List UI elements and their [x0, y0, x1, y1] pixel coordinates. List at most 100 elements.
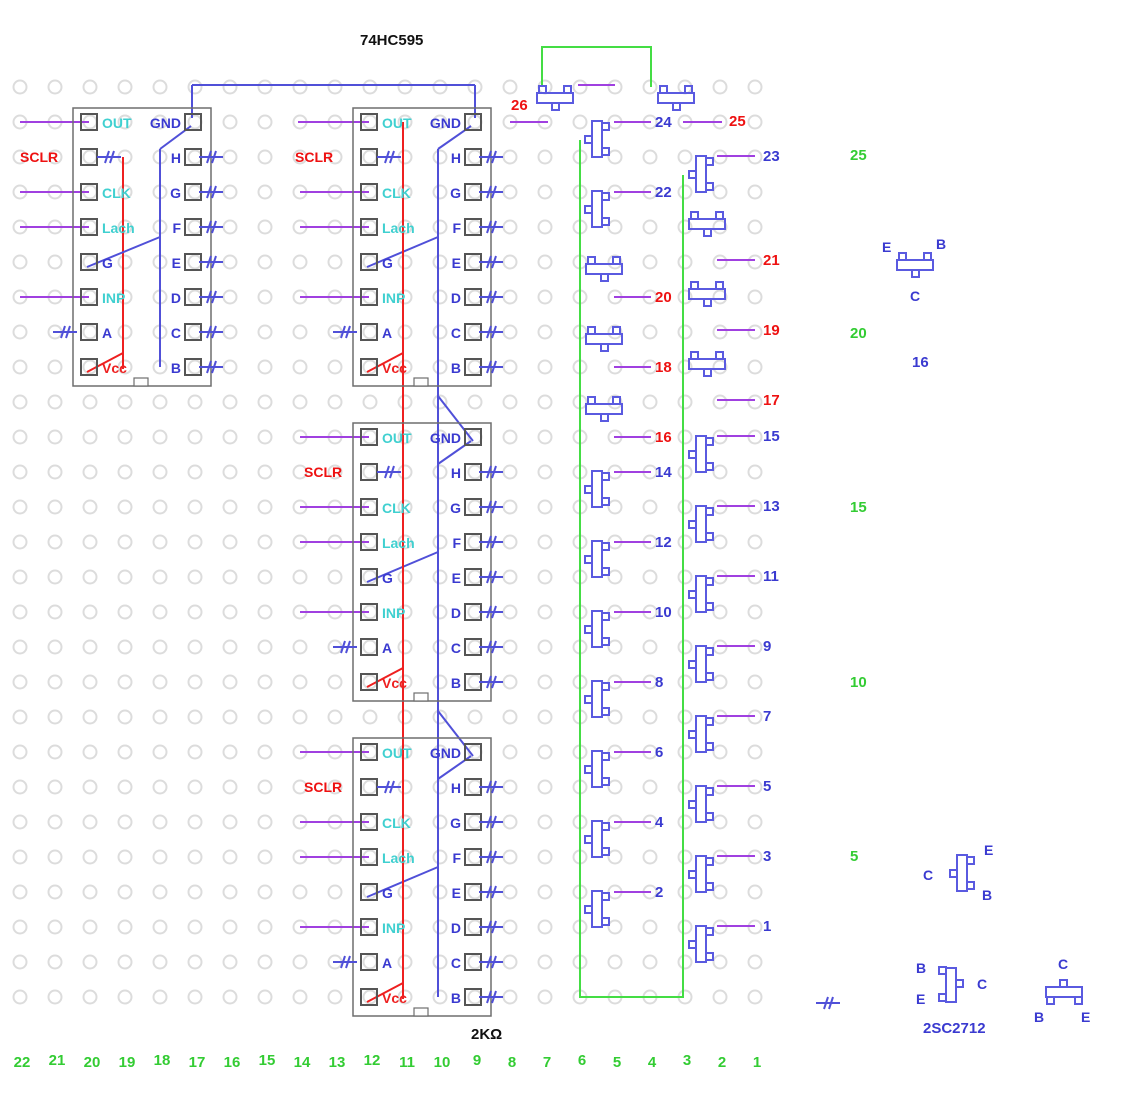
- column-number-11: 11: [399, 1054, 415, 1071]
- hole: [222, 79, 238, 95]
- hole: [502, 884, 518, 900]
- hole: [327, 674, 343, 690]
- pin-pad-left: [360, 918, 378, 936]
- hole: [82, 149, 98, 165]
- resistor-icon: [199, 255, 223, 269]
- hole: [82, 604, 98, 620]
- hole: [327, 254, 343, 270]
- transistor-pin: [601, 917, 610, 926]
- hole: [257, 149, 273, 165]
- hole: [82, 429, 98, 445]
- hole: [152, 534, 168, 550]
- hole: [607, 219, 623, 235]
- resistor-stroke: [479, 780, 503, 794]
- hole: [12, 254, 28, 270]
- hole: [222, 814, 238, 830]
- transistor-body: [695, 715, 707, 753]
- hole: [222, 429, 238, 445]
- hole: [397, 954, 413, 970]
- hole: [327, 989, 343, 1005]
- hole: [432, 394, 448, 410]
- hole: [432, 499, 448, 515]
- hole: [47, 604, 63, 620]
- pin-pad-left: [360, 183, 378, 201]
- hole: [677, 674, 693, 690]
- transistor-pin: [672, 102, 681, 111]
- hole: [747, 464, 763, 480]
- hole: [82, 534, 98, 550]
- hole: [502, 919, 518, 935]
- hole: [537, 149, 553, 165]
- transistor-pin: [705, 157, 714, 166]
- column-number-18: 18: [154, 1052, 171, 1069]
- hole: [257, 254, 273, 270]
- column-number-20: 20: [84, 1054, 101, 1071]
- transistor-body: [657, 92, 695, 104]
- hole: [292, 359, 308, 375]
- hole: [642, 639, 658, 655]
- hole: [117, 79, 133, 95]
- hole: [397, 639, 413, 655]
- hole: [257, 114, 273, 130]
- resistor-stroke: [479, 920, 503, 934]
- hole: [187, 639, 203, 655]
- hole: [712, 989, 728, 1005]
- hole: [502, 989, 518, 1005]
- hole: [47, 464, 63, 480]
- transistor-pin: [715, 211, 724, 220]
- resistor-icon: [479, 955, 503, 969]
- transistor-pin: [587, 326, 596, 335]
- hole: [117, 989, 133, 1005]
- transistor-pin: [584, 205, 593, 214]
- transistor-16: [585, 396, 623, 422]
- resistor-stroke: [479, 290, 503, 304]
- hole: [257, 884, 273, 900]
- hole: [502, 499, 518, 515]
- hole: [432, 149, 448, 165]
- title-74hc595: 74HC595: [360, 32, 423, 49]
- hole: [187, 394, 203, 410]
- pin-pad-left: [360, 218, 378, 236]
- hole: [47, 534, 63, 550]
- hole: [257, 464, 273, 480]
- hole: [327, 79, 343, 95]
- pin-label-f: F: [452, 220, 461, 236]
- hole: [432, 254, 448, 270]
- transistor-1: [688, 925, 714, 963]
- transistor-pin: [612, 256, 621, 265]
- transistor-3: [688, 855, 714, 893]
- row-number-10: 10: [850, 674, 867, 691]
- pin-pad-left: [80, 358, 98, 376]
- hole: [537, 954, 553, 970]
- hole: [432, 639, 448, 655]
- transistor-body: [591, 820, 603, 858]
- hole: [152, 779, 168, 795]
- transistor-pin: [584, 555, 593, 564]
- transistor-pin: [601, 752, 610, 761]
- gnd-diagonal-wire: [437, 395, 474, 442]
- hole: [677, 149, 693, 165]
- hole: [117, 744, 133, 760]
- pin-label-g: G: [382, 885, 393, 901]
- hole: [47, 814, 63, 830]
- hole: [82, 709, 98, 725]
- hole: [257, 219, 273, 235]
- transistor-pin: [584, 485, 593, 494]
- hole: [677, 919, 693, 935]
- hole: [257, 709, 273, 725]
- hole: [187, 849, 203, 865]
- hole: [432, 919, 448, 935]
- hole: [152, 919, 168, 935]
- hole: [642, 954, 658, 970]
- resistor-icon: [479, 500, 503, 514]
- pin-b-label: B: [936, 236, 946, 252]
- pin-c-label: C: [923, 867, 933, 883]
- g-enable-wire: [86, 236, 161, 268]
- transistor-body: [591, 190, 603, 228]
- hole: [117, 464, 133, 480]
- transistor-pin: [966, 856, 975, 865]
- hole: [117, 884, 133, 900]
- hole: [502, 464, 518, 480]
- pin-pad-left: [360, 568, 378, 586]
- hole: [152, 429, 168, 445]
